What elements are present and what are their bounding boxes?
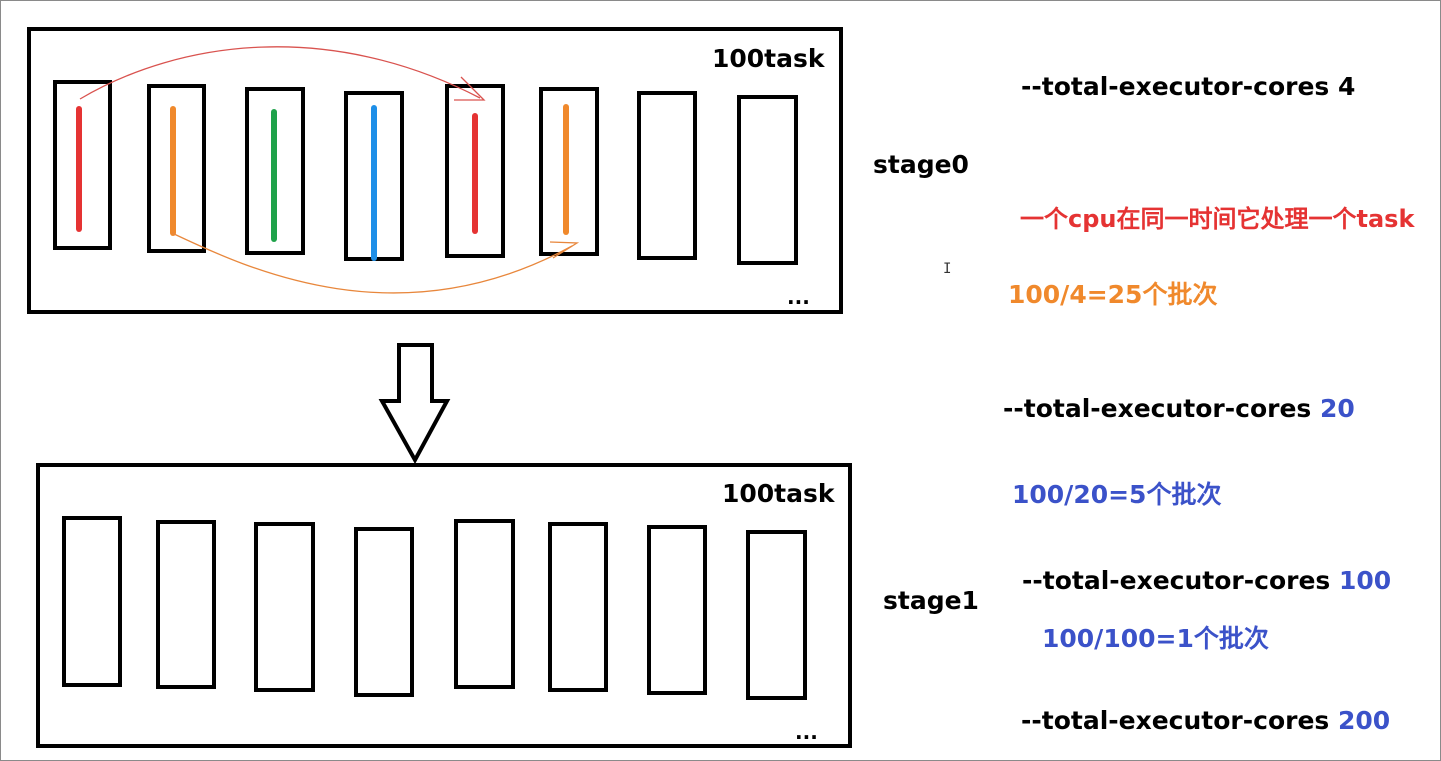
stage0-tasks xyxy=(53,80,798,265)
stage0-task-5 xyxy=(445,84,505,258)
config-4-flag: --total-executor-cores xyxy=(1021,706,1330,735)
stage0-task-count: 100task xyxy=(712,44,825,73)
config-line-2: --total-executor-cores 20 xyxy=(1003,396,1355,421)
stage1-task-4 xyxy=(354,527,414,697)
cpu-note: 一个cpu在同一时间它处理一个task xyxy=(1020,205,1415,233)
config-1-flag: --total-executor-cores xyxy=(1021,72,1330,101)
stage0-task-8 xyxy=(737,95,798,265)
stage0-box xyxy=(27,27,843,314)
stage1-task-5 xyxy=(454,519,515,689)
stage0-ellipsis: ... xyxy=(787,285,810,309)
stage0-task-2 xyxy=(147,84,206,253)
orange-curve-arrow xyxy=(171,232,573,294)
stage-transition-arrow xyxy=(378,343,451,465)
config-3-value: 100 xyxy=(1339,566,1392,595)
stage0-task-7 xyxy=(637,91,697,260)
stage1-task-count: 100task xyxy=(722,479,835,508)
stage1-task-1 xyxy=(62,516,122,687)
stage0-task-3 xyxy=(245,87,305,255)
red-curve-arrowhead xyxy=(454,76,486,101)
stage1-task-6 xyxy=(548,522,608,692)
config-1-value: 4 xyxy=(1338,72,1356,101)
calc-line-3: 100/100=1个批次 xyxy=(1042,624,1269,653)
stage0-task-1 xyxy=(53,80,112,250)
calc-line-2: 100/20=5个批次 xyxy=(1012,480,1222,509)
stage0-task-6 xyxy=(539,87,599,256)
config-line-1: --total-executor-cores 4 xyxy=(1021,74,1355,99)
orange-curve-arrowhead xyxy=(549,241,580,259)
stage1-ellipsis: ... xyxy=(795,720,818,744)
config-2-value: 20 xyxy=(1320,394,1355,423)
calc-line-1: 100/4=25个批次 xyxy=(1008,280,1218,309)
config-line-4: --total-executor-cores 200 xyxy=(1021,708,1390,733)
stage1-task-2 xyxy=(156,520,216,689)
config-3-flag: --total-executor-cores xyxy=(1022,566,1331,595)
stage0-label: stage0 xyxy=(873,150,969,179)
red-curve-arrow xyxy=(79,46,481,100)
stage1-task-3 xyxy=(254,522,315,692)
stage1-label: stage1 xyxy=(883,586,979,615)
stage1-box xyxy=(36,463,852,748)
stage1-tasks xyxy=(62,516,807,700)
config-4-value: 200 xyxy=(1338,706,1391,735)
config-line-3: --total-executor-cores 100 xyxy=(1022,568,1391,593)
text-cursor-icon: I xyxy=(943,261,952,277)
stage0-core-bars xyxy=(76,104,569,261)
stage0-flow-arrows xyxy=(79,46,580,294)
stage1-task-7 xyxy=(647,525,707,695)
config-2-flag: --total-executor-cores xyxy=(1003,394,1312,423)
stage1-task-8 xyxy=(746,530,807,700)
